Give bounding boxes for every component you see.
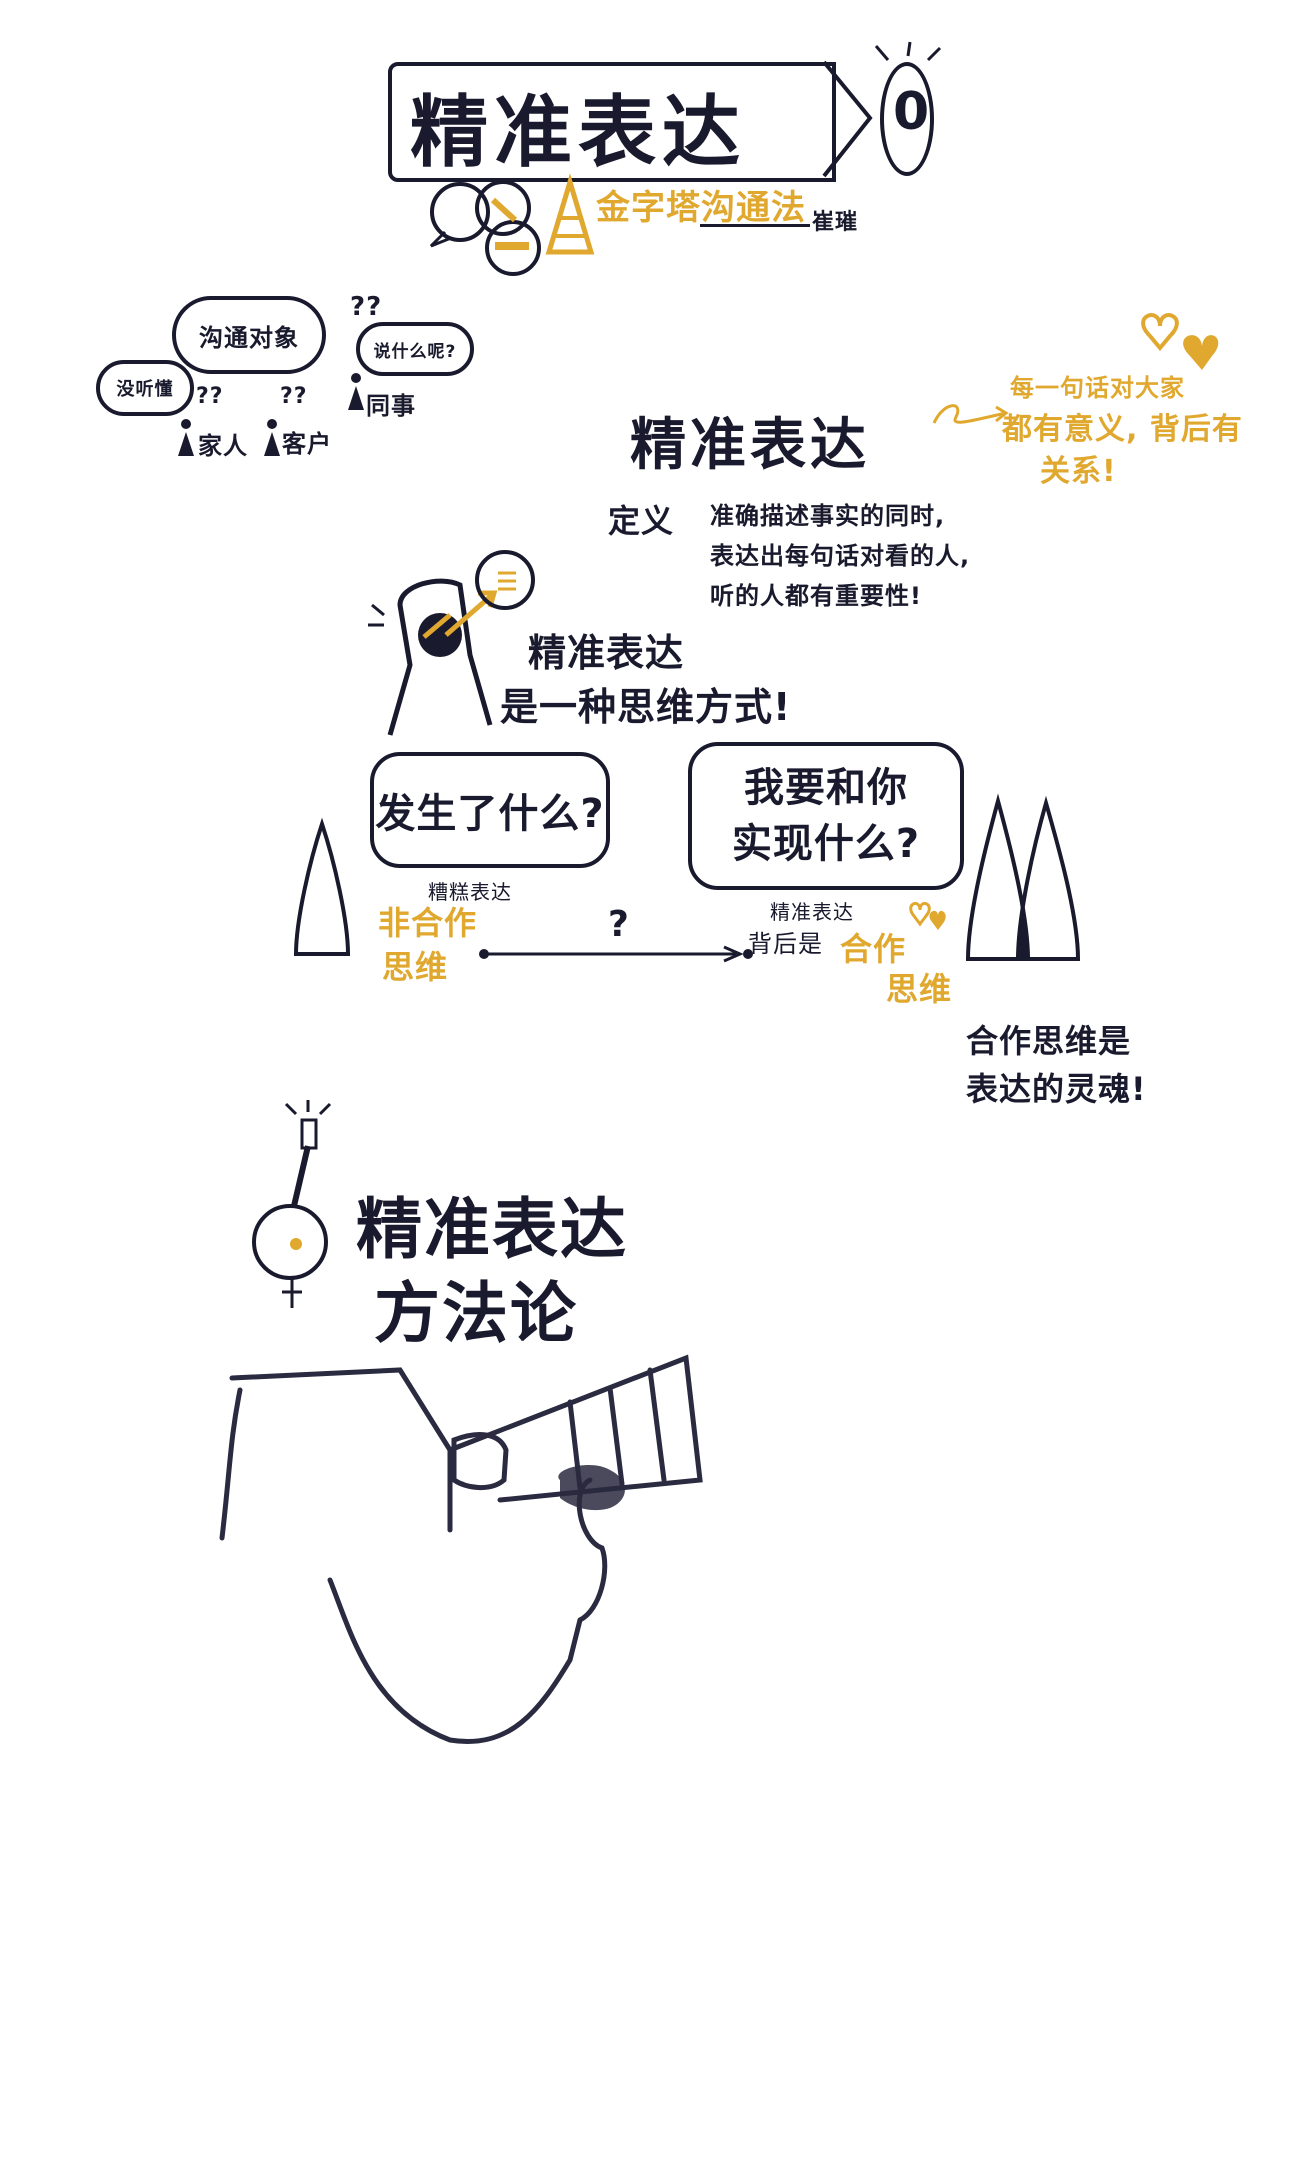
person-label-colleague: 同事 [366,392,416,420]
non-cooperative-label-1: 非合作 [378,904,478,942]
bubble-achieve-together-text-1: 我要和你 [744,765,908,811]
conclusion-line-1: 合作思维是 [966,1022,1132,1060]
bubble-what-saying: 说什么呢? [356,322,474,376]
page-title: 精准表达 [410,88,747,178]
definition-line-2: 表达出每句话对看的人, [710,542,971,570]
bubble-achieve-together-text-2: 实现什么? [731,821,921,867]
question-marks-left: ?? [196,384,224,409]
definition-line-3: 听的人都有重要性! [710,582,922,610]
definition-line-1: 准确描述事实的同时, [710,502,946,530]
chapter-number: 0 [893,82,931,142]
precise-expression-tag-1: 精准表达 [770,900,854,924]
curly-arrow-icon [932,404,1009,424]
flow-question-mark: ? [608,904,630,945]
chapter-number-badge [880,62,934,176]
methods-heading-line-2: 方法论 [374,1275,578,1352]
person-label-family: 家人 [198,432,248,460]
bad-expression-tag: 糟糕表达 [428,880,512,904]
person-icon-family [178,419,194,456]
title-banner [388,62,836,182]
cone-figures-right [965,793,1081,961]
banner-arrow [822,60,873,178]
pyramid-icon [545,173,595,255]
bubble-didnt-understand-text: 没听懂 [116,379,174,400]
thinking-line-2: 是一种思维方式! [500,685,792,729]
question-marks-mid: ?? [280,384,308,409]
definition-label: 定义 [608,502,675,540]
sparkle-icon [874,41,942,62]
bubble-communication-target: 沟通对象 [172,296,326,374]
bubble-communication-target-text: 沟通对象 [199,323,299,352]
cone-figure-left [293,817,351,956]
precise-expression-tag-2: 背后是 [748,930,823,958]
conclusion-line-2: 表达的灵魂! [966,1070,1147,1108]
bubble-what-saying-text: 说什么呢? [373,341,457,362]
telescope-sketch [219,1354,703,1744]
hearts-icon-small [909,902,946,930]
bubble-achieve-together: 我要和你 实现什么? [688,742,964,890]
definition-heading: 精准表达 [630,413,870,478]
chat-bubbles-icon [429,180,541,276]
subtitle: 金字塔沟通法 [596,188,806,228]
bubble-didnt-understand: 没听懂 [96,360,194,416]
author-line [700,224,810,227]
bubble-what-happened: 发生了什么? [370,752,610,868]
note-line-3: 关系! [1040,454,1117,489]
thinking-line-1: 精准表达 [528,631,685,675]
flow-arrow [479,945,753,963]
lightbulb-icon [252,1100,332,1308]
thinking-person-drawing [368,550,535,736]
person-icon-client [264,419,280,456]
note-line-2: 都有意义, 背后有 [1002,412,1243,447]
non-cooperative-label-2: 思维 [382,948,449,986]
cooperative-label-2: 思维 [886,970,953,1008]
person-label-client: 客户 [282,430,332,458]
hearts-icon [1141,313,1219,370]
question-marks-top: ?? [350,292,383,322]
methods-heading-line-1: 精准表达 [356,1191,628,1268]
cooperative-label-1: 合作 [840,930,907,968]
bubble-what-happened-text: 发生了什么? [375,791,605,837]
person-icon-colleague [348,373,364,410]
note-line-1: 每一句话对大家 [1010,374,1185,402]
author-name: 崔璀 [812,210,859,235]
